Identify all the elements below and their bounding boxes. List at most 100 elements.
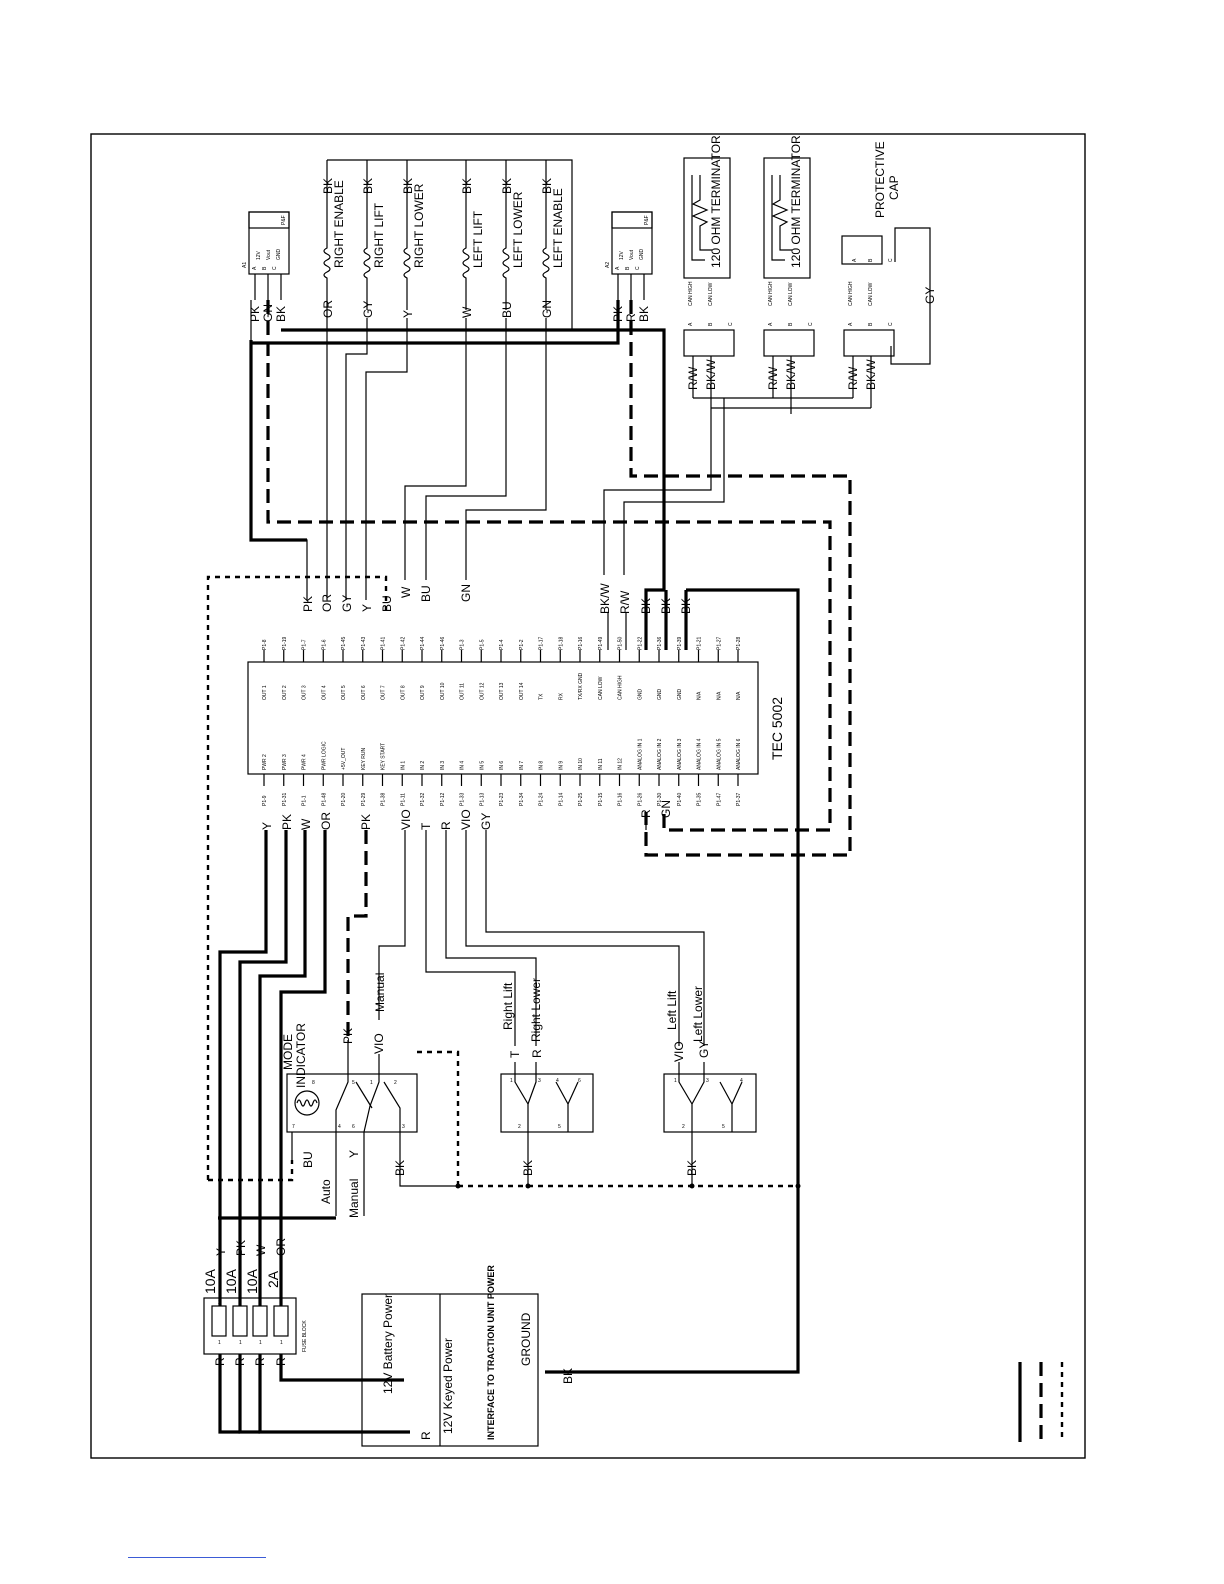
controller-input-pin: P1-12 (440, 792, 446, 806)
mode-indicator-label-2: INDICATOR (294, 1023, 308, 1088)
out4-wire: OR (320, 594, 334, 612)
a1-pin-a: A (252, 266, 258, 270)
solenoid-in-wire: Y (401, 310, 415, 318)
left-pin-3: 3 (706, 1078, 709, 1084)
solenoid-in-wire: GY (361, 301, 375, 318)
out3-wire: PK (301, 596, 315, 612)
controller-input-pin: P1-1 (302, 795, 308, 806)
solenoid-out-wire: BK (500, 178, 514, 194)
fuse-1-out-wire: Y (214, 1248, 228, 1256)
controller-input-pin: P1-40 (677, 792, 683, 806)
controller-input-pin: P1-13 (479, 792, 485, 806)
interface-label: INTERFACE TO TRACTION UNIT POWER (486, 1265, 496, 1440)
a1-sig-12v: 12V (256, 250, 262, 260)
fuse-2 (232, 1305, 248, 1337)
controller-output-name: N/A (697, 691, 703, 700)
out8-wire: W (399, 586, 413, 598)
controller-output-name: OUT 11 (460, 683, 466, 700)
solenoid-in-wire: BU (500, 301, 514, 318)
controller-input-name: ANALOG IN 5 (716, 738, 722, 770)
cap-conn-pin-a: A (848, 322, 854, 326)
pwr4-wire: W (299, 818, 313, 830)
in4-wire: VIO (459, 809, 473, 830)
controller-input-name: IN 8 (539, 761, 545, 770)
solenoid-label: RIGHT LOWER (412, 183, 426, 268)
controller-input-name: PWR LOGIC (321, 741, 327, 770)
controller-output-pin: P1-42 (400, 636, 406, 650)
can-high-wire: R/W (618, 590, 632, 614)
right-switch-wire-bk: BK (521, 1160, 535, 1176)
controller-input-name: IN 7 (519, 761, 525, 770)
controller-input-pin: P1-20 (341, 792, 347, 806)
right-pin-4: 4 (556, 1078, 559, 1084)
controller-input-pin: P1-24 (539, 792, 545, 806)
solenoid-out-wire: BK (401, 178, 415, 194)
solenoid-out-wire: BK (540, 178, 554, 194)
fuse-2-out-wire: PK (234, 1240, 248, 1256)
controller-input-pin: P1-34 (519, 792, 525, 806)
mode-wire-y: Y (347, 1150, 361, 1158)
t1-sig-high: CAN HIGH (688, 281, 694, 306)
controller-output-name: GND (677, 689, 683, 701)
mode-pos-manual-top: Manual (373, 973, 387, 1012)
cap-conn-pin-c: C (888, 322, 894, 326)
mode-pos-auto: Auto (319, 1179, 333, 1204)
controller-input-pin: P1-29 (361, 792, 367, 806)
fuse-block: FUSE BLOCK 1 2 1 2 1 2 1 2 10A 10A 10A 2… (202, 1216, 410, 1434)
controller-input-name: KEY RUN (361, 747, 367, 770)
controller-output-name: CAN LOW (598, 676, 604, 700)
connector-a2: A2 P&F A B C 12V Vout GND PK R BK (605, 211, 653, 322)
controller-input-pin: P1-25 (578, 792, 584, 806)
a2-pin-c: C (635, 266, 641, 270)
controller-input-pin: P1-15 (598, 792, 604, 806)
mode-pin-5: 5 (352, 1080, 355, 1086)
right-switch-wire-r: R (530, 1049, 544, 1058)
t2-wire-rw: R/W (766, 366, 780, 390)
keyed-wire-r: R (419, 1431, 433, 1440)
a1-pin-c: C (272, 266, 278, 270)
controller-input-pin: P1-47 (716, 792, 722, 806)
controller-output-name: GND (637, 689, 643, 701)
controller-output-name: RX (558, 692, 564, 700)
terminator-2-label: 120 OHM TERMINATOR (789, 135, 803, 268)
controller-output-name: OUT 10 (440, 682, 446, 700)
a1-name: A1 (242, 262, 248, 268)
a2-pos-label: P&F (644, 215, 650, 225)
cap-conn-pin-b: B (868, 322, 874, 326)
controller-input-pin: P1-9 (262, 795, 268, 806)
controller-output-pin: P1-46 (440, 636, 446, 650)
controller-output-name: OUT 2 (282, 685, 288, 700)
ground-label: GROUND (519, 1312, 533, 1366)
mode-pos-manual-bottom: Manual (347, 1179, 361, 1218)
cap-pin-c: C (888, 258, 894, 262)
right-switch-label-lift: Right Lift (501, 982, 515, 1030)
controller-output-name: OUT 1 (262, 685, 268, 700)
fuse-4-rating: 2A (265, 1270, 281, 1288)
mode-wire-bu: BU (301, 1151, 315, 1168)
mode-wire-pk: PK (341, 1028, 355, 1044)
controller-title: TEC 5002 (769, 697, 785, 760)
controller-output-name: OUT 13 (499, 682, 505, 700)
t1-pin-c: C (728, 322, 734, 326)
controller-input-name: ANALOG IN 4 (697, 738, 703, 770)
controller-input-name: ANALOG IN 1 (637, 738, 643, 770)
right-lift-lower-switch: Right Lift Right Lower T R 1 3 4 6 2 5 B… (500, 978, 594, 1186)
keyrun-wire: PK (359, 814, 373, 830)
controller-output-pin: P1-3 (460, 639, 466, 650)
out5-wire: GY (340, 595, 354, 612)
protective-cap-label-2: CAP (887, 175, 901, 200)
in3-wire: R (439, 821, 453, 830)
solenoid-in-wire: OR (321, 300, 335, 318)
out11-wire: GN (459, 584, 473, 602)
controller-input-name: IN 2 (420, 761, 426, 770)
fuse-4 (273, 1305, 289, 1337)
controller-output-pin: P1-44 (420, 636, 426, 650)
controller-input-pin: P1-30 (657, 792, 663, 806)
cap-wire-bkw: BK/W (864, 359, 878, 390)
t2-pin-b: B (788, 322, 794, 326)
t1-sig-low: CAN LOW (708, 282, 714, 306)
controller-output-pin: P1-5 (479, 639, 485, 650)
controller-output-name: OUT 12 (479, 682, 485, 700)
left-pin-5: 5 (722, 1124, 725, 1130)
